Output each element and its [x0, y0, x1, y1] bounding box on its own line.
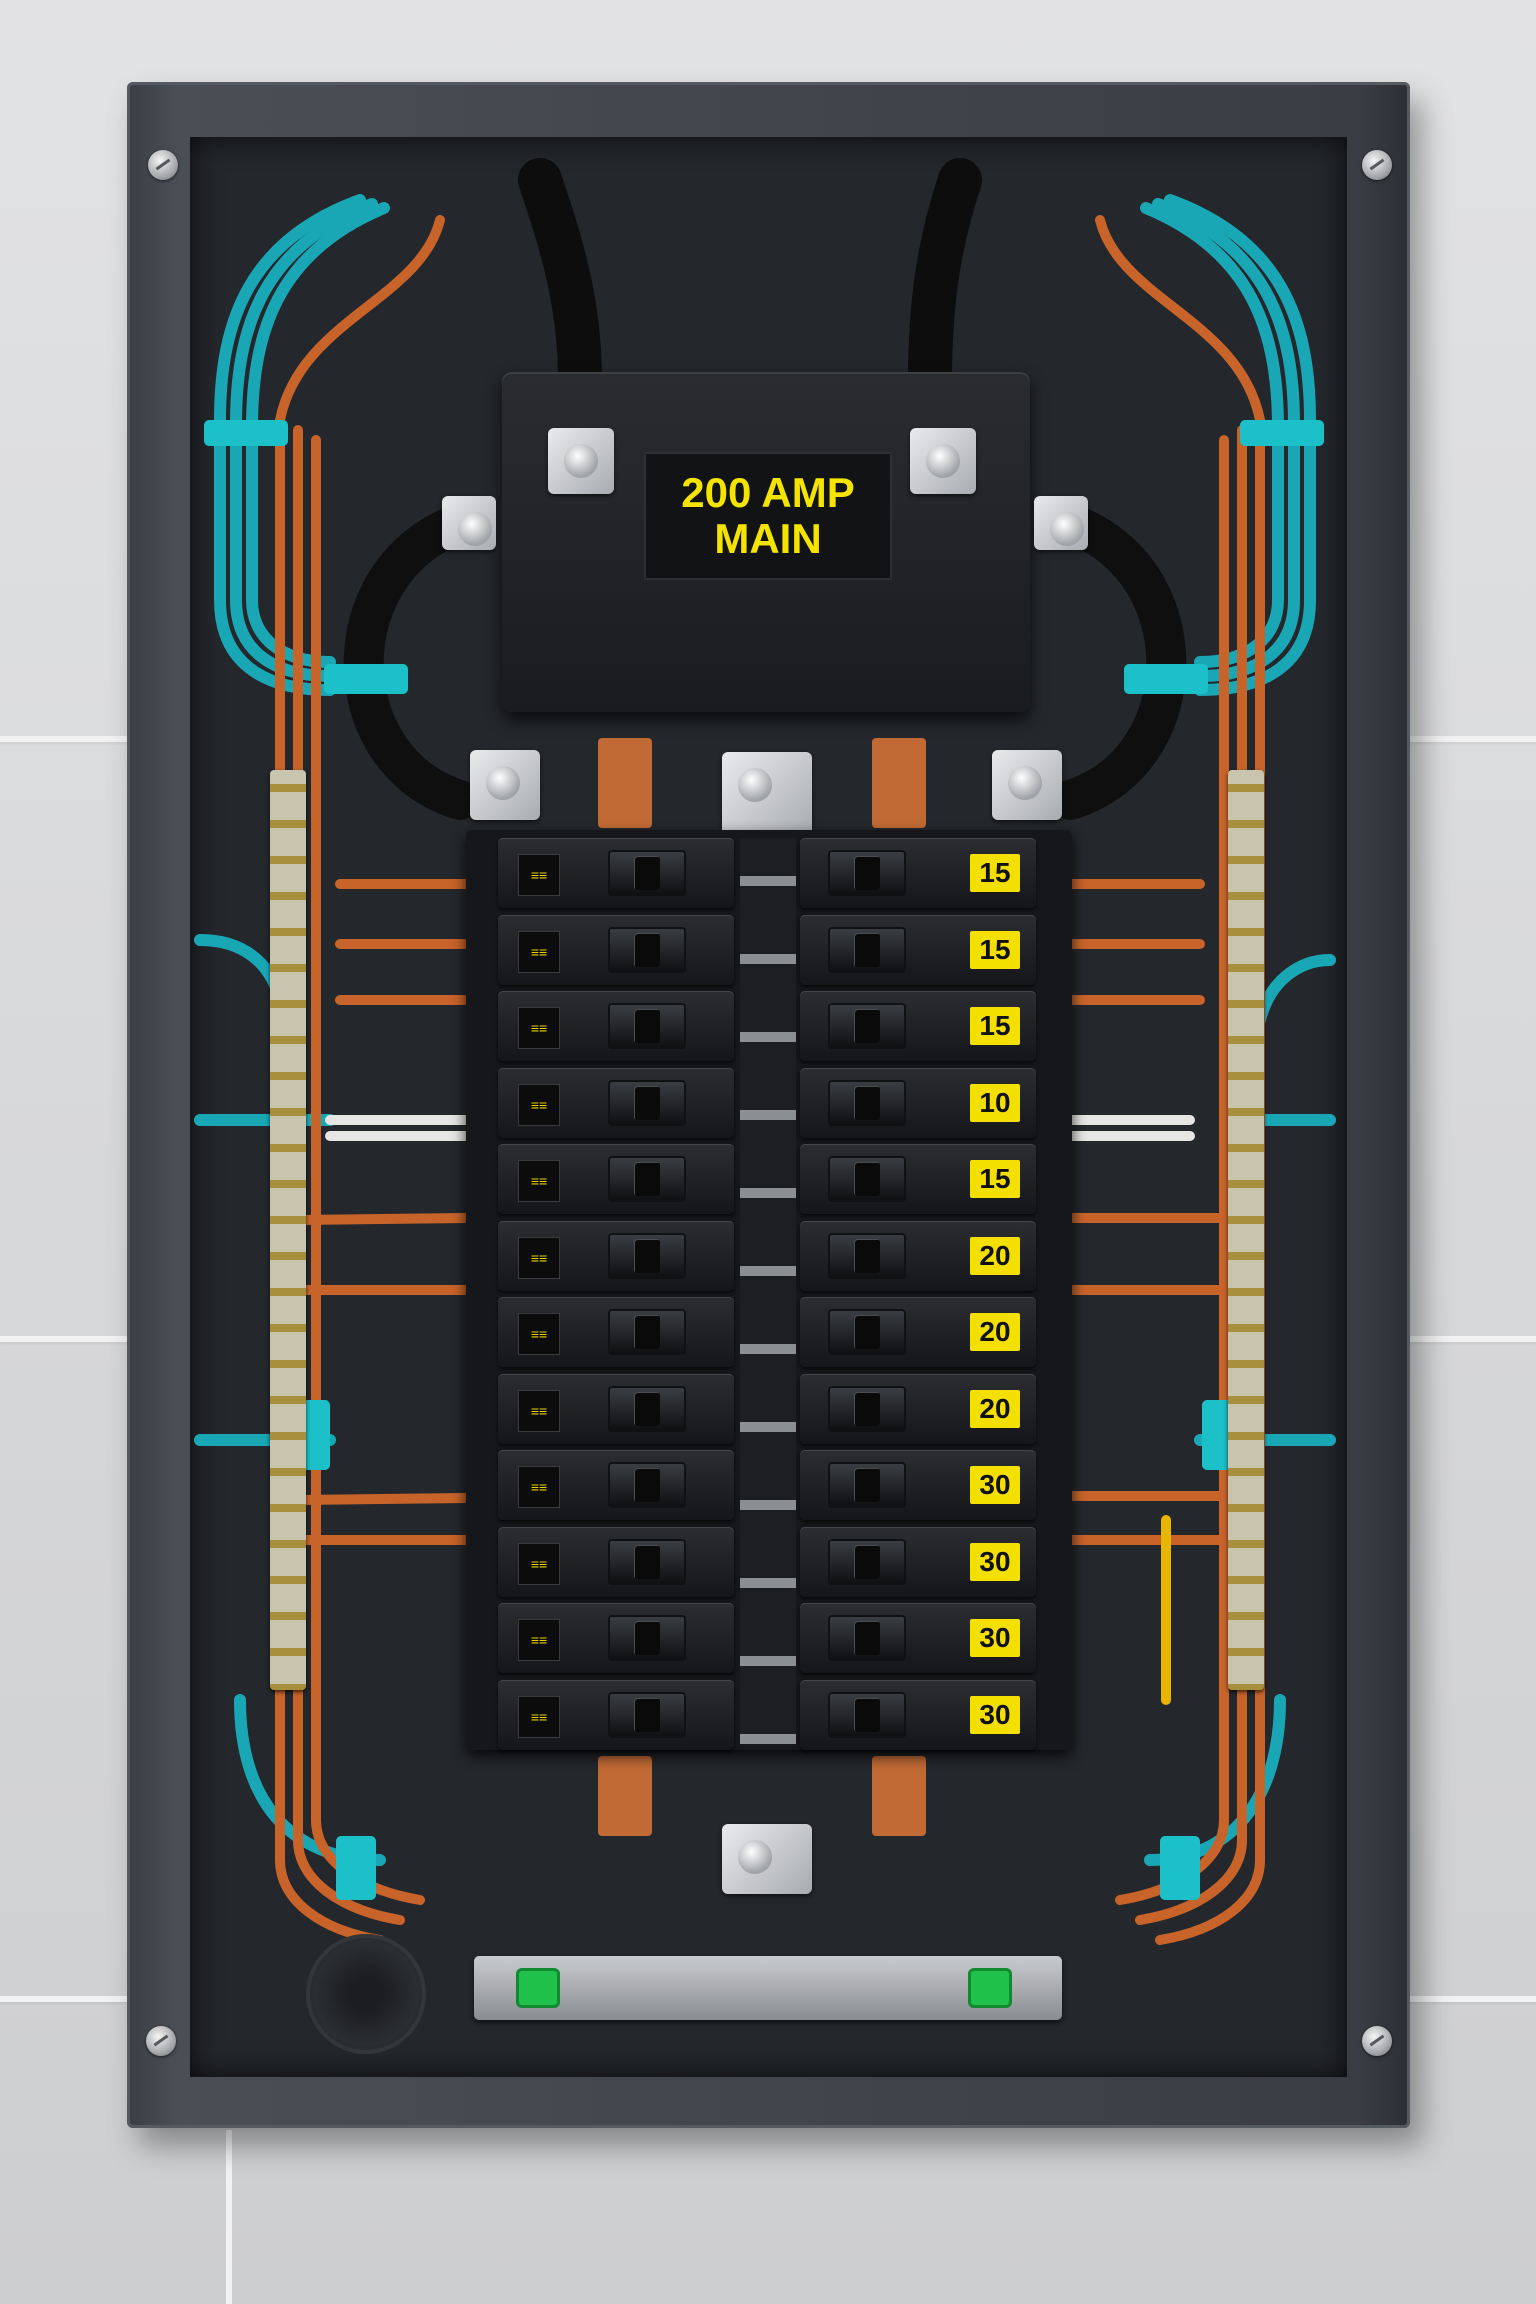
- corner-screw-icon: [1362, 150, 1392, 180]
- breaker-left[interactable]: ≡≡: [498, 1527, 734, 1597]
- breaker-rating: 15: [970, 1007, 1020, 1045]
- terminal-lug: [992, 750, 1062, 820]
- main-label-line1: 200 AMP: [681, 469, 855, 516]
- breaker-tag: ≡≡: [518, 1160, 560, 1202]
- breaker-tag: ≡≡: [518, 1390, 560, 1432]
- breaker-left[interactable]: ≡≡: [498, 1680, 734, 1750]
- breaker-tag: ≡≡: [518, 1543, 560, 1585]
- breaker-handle[interactable]: [828, 1156, 906, 1202]
- breaker-right[interactable]: 30: [800, 1527, 1036, 1597]
- bus-lug: [722, 1824, 812, 1894]
- breaker-left[interactable]: ≡≡: [498, 1068, 734, 1138]
- main-lug-right: [910, 428, 976, 494]
- breaker-right[interactable]: 30: [800, 1680, 1036, 1750]
- breaker-handle[interactable]: [608, 1615, 686, 1661]
- breaker-tag: ≡≡: [518, 1466, 560, 1508]
- breaker-handle[interactable]: [828, 1233, 906, 1279]
- breaker-handle[interactable]: [828, 1462, 906, 1508]
- ground-screw-icon: [516, 1968, 560, 2008]
- breaker-rating: 15: [970, 931, 1020, 969]
- breaker-handle[interactable]: [608, 1003, 686, 1049]
- breaker-left[interactable]: ≡≡: [498, 838, 734, 908]
- breaker-handle[interactable]: [828, 927, 906, 973]
- corner-screw-icon: [146, 2026, 176, 2056]
- breaker-left[interactable]: ≡≡: [498, 915, 734, 985]
- breaker-tag: ≡≡: [518, 1007, 560, 1049]
- breaker-right[interactable]: 20: [800, 1221, 1036, 1291]
- breaker-handle[interactable]: [828, 1309, 906, 1355]
- breaker-right[interactable]: 15: [800, 1144, 1036, 1214]
- breaker-right[interactable]: 30: [800, 1603, 1036, 1673]
- wall-mortar-line: [226, 2130, 232, 2304]
- breaker-handle[interactable]: [828, 1003, 906, 1049]
- breaker-left[interactable]: ≡≡: [498, 1297, 734, 1367]
- breaker-rating: 15: [970, 1160, 1020, 1198]
- breaker-tag: ≡≡: [518, 1237, 560, 1279]
- breaker-handle[interactable]: [828, 1386, 906, 1432]
- breaker-tag: ≡≡: [518, 1619, 560, 1661]
- ground-screw-icon: [968, 1968, 1012, 2008]
- breaker-tag: ≡≡: [518, 931, 560, 973]
- breaker-left[interactable]: ≡≡: [498, 991, 734, 1061]
- breaker-right[interactable]: 15: [800, 915, 1036, 985]
- breaker-left[interactable]: ≡≡: [498, 1221, 734, 1291]
- breaker-rating: 10: [970, 1084, 1020, 1122]
- breaker-handle[interactable]: [608, 927, 686, 973]
- breaker-tag: ≡≡: [518, 1084, 560, 1126]
- ground-bar: [474, 1956, 1062, 2020]
- bus-lug: [722, 752, 812, 836]
- terminal-lug: [470, 750, 540, 820]
- breaker-tag: ≡≡: [518, 1313, 560, 1355]
- breaker-rating: 15: [970, 854, 1020, 892]
- breaker-tag: ≡≡: [518, 1696, 560, 1738]
- breaker-right[interactable]: 15: [800, 991, 1036, 1061]
- corner-screw-icon: [148, 150, 178, 180]
- breaker-handle[interactable]: [828, 850, 906, 896]
- main-label-line2: MAIN: [714, 515, 822, 562]
- knockout-hole: [306, 1934, 426, 2054]
- terminal-lug: [442, 496, 496, 550]
- breaker-handle[interactable]: [608, 1386, 686, 1432]
- main-breaker-label: 200 AMP MAIN: [644, 452, 892, 580]
- breaker-handle[interactable]: [828, 1615, 906, 1661]
- breaker-rating: 30: [970, 1466, 1020, 1504]
- breaker-right[interactable]: 10: [800, 1068, 1036, 1138]
- breaker-right[interactable]: 30: [800, 1450, 1036, 1520]
- neutral-bar-right: [1228, 770, 1264, 1690]
- breaker-rating: 30: [970, 1543, 1020, 1581]
- breaker-rating: 20: [970, 1390, 1020, 1428]
- breaker-rating: 20: [970, 1237, 1020, 1275]
- breaker-right[interactable]: 20: [800, 1297, 1036, 1367]
- breaker-rating: 20: [970, 1313, 1020, 1351]
- breaker-left[interactable]: ≡≡: [498, 1374, 734, 1444]
- breaker-handle[interactable]: [608, 850, 686, 896]
- breaker-tag: ≡≡: [518, 854, 560, 896]
- breaker-left[interactable]: ≡≡: [498, 1603, 734, 1673]
- breaker-handle[interactable]: [608, 1462, 686, 1508]
- breaker-handle[interactable]: [828, 1539, 906, 1585]
- breaker-handle[interactable]: [608, 1156, 686, 1202]
- breaker-handle[interactable]: [608, 1080, 686, 1126]
- terminal-lug: [1034, 496, 1088, 550]
- breaker-handle[interactable]: [608, 1309, 686, 1355]
- breaker-handle[interactable]: [608, 1692, 686, 1738]
- breaker-handle[interactable]: [608, 1539, 686, 1585]
- breaker-handle[interactable]: [828, 1080, 906, 1126]
- main-lug-left: [548, 428, 614, 494]
- breaker-handle[interactable]: [828, 1692, 906, 1738]
- breaker-rating: 30: [970, 1696, 1020, 1734]
- breaker-handle[interactable]: [608, 1233, 686, 1279]
- breaker-left[interactable]: ≡≡: [498, 1144, 734, 1214]
- corner-screw-icon: [1362, 2026, 1392, 2056]
- breaker-right[interactable]: 15: [800, 838, 1036, 908]
- neutral-bar-left: [270, 770, 306, 1690]
- breaker-rating: 30: [970, 1619, 1020, 1657]
- breaker-right[interactable]: 20: [800, 1374, 1036, 1444]
- bus-bar: [740, 838, 796, 1744]
- breaker-left[interactable]: ≡≡: [498, 1450, 734, 1520]
